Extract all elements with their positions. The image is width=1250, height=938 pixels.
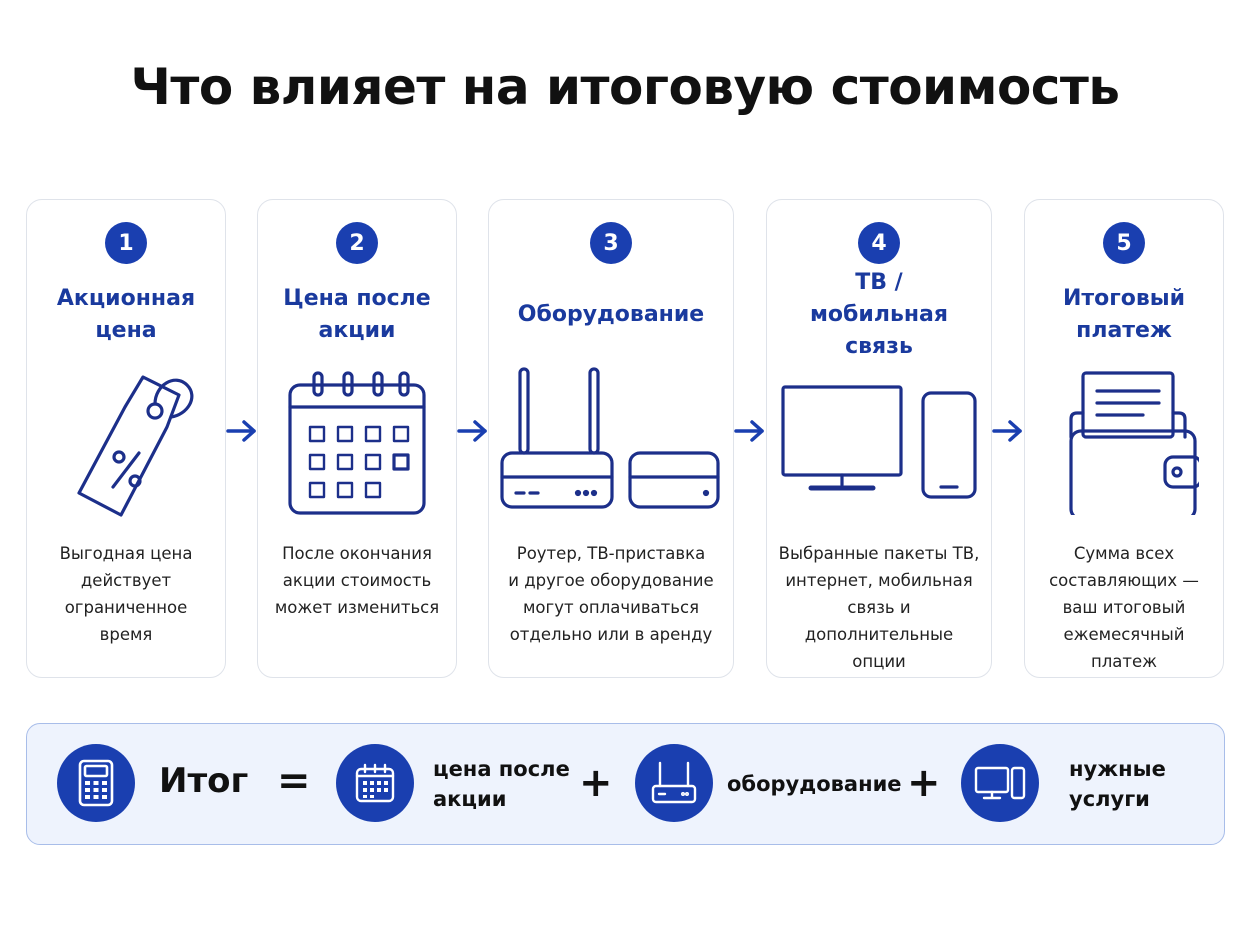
term-label-line: цена после [433, 757, 570, 781]
desc-line: ваш итоговый [1062, 598, 1186, 617]
arrow-right-icon [457, 420, 487, 442]
arrow-right-icon [226, 420, 256, 442]
tv-and-phone-icon [767, 365, 991, 530]
desc-line: Роутер, ТВ-приставка [516, 544, 706, 563]
desc-line: отдельно или в аренду [509, 625, 713, 644]
router-icon [635, 744, 713, 822]
desc-line: ограниченное [64, 598, 188, 617]
desc-line: Выбранные пакеты ТВ, [778, 544, 980, 563]
step-title-line: Итоговый [1062, 286, 1186, 311]
calendar-icon [258, 365, 456, 530]
step-card-3: 3 Оборудование Роутер, ТВ-приставка и др… [488, 199, 734, 678]
step-title-line: Акционная [56, 286, 196, 311]
step-number-badge: 1 [105, 222, 147, 264]
step-description: Выгодная цена действует ограниченное вре… [35, 540, 217, 648]
calculator-icon [57, 744, 135, 822]
step-title-line: мобильная связь [809, 302, 949, 359]
step-title: Цена после акции [264, 282, 450, 348]
step-title-line: цена [95, 318, 157, 343]
term-label-line: оборудование [727, 772, 902, 796]
step-description: После окончания акции стоимость может из… [266, 540, 448, 621]
result-label: Итог [159, 761, 249, 801]
plus-sign: + [579, 760, 613, 806]
page-title: Что влияет на итоговую стоимость [130, 58, 1120, 116]
desc-line: После окончания [282, 544, 432, 563]
step-number-badge: 2 [336, 222, 378, 264]
price-tag-percent-icon [27, 365, 225, 530]
step-number-badge: 4 [858, 222, 900, 264]
step-title: Оборудование [495, 282, 727, 348]
arrow-right-icon [992, 420, 1022, 442]
step-title-line: акции [318, 318, 396, 343]
step-number-badge: 5 [1103, 222, 1145, 264]
desc-line: связь и дополнительные [804, 598, 954, 644]
term-label-line: акции [433, 787, 507, 811]
desc-line: могут оплачиваться [522, 598, 699, 617]
step-title: Итоговый платеж [1031, 282, 1217, 348]
step-description: Выбранные пакеты ТВ, интернет, мобильная… [775, 540, 983, 675]
desc-line: интернет, мобильная [785, 571, 973, 590]
term-label-line: нужные [1069, 757, 1166, 781]
step-card-5: 5 Итоговый платеж Сумма всех составляющих… [1024, 199, 1224, 678]
desc-line: Сумма всех [1073, 544, 1175, 563]
summary-formula-bar: Итог = цена после акции + оборудование [26, 723, 1225, 845]
desc-line: Выгодная цена [59, 544, 193, 563]
desc-line: акции стоимость [282, 571, 432, 590]
step-title: ТВ / мобильная связь [773, 270, 985, 359]
step-number-badge: 3 [590, 222, 632, 264]
calendar-icon [336, 744, 414, 822]
step-card-2: 2 Цена после акции После окончания акции … [257, 199, 457, 678]
desc-line: и другое оборудование [508, 571, 714, 590]
tv-and-phone-icon [961, 744, 1039, 822]
desc-line: может измениться [274, 598, 440, 617]
step-title-line: Цена после [283, 286, 431, 311]
step-card-4: 4 ТВ / мобильная связь Выбранные пакеты Т… [766, 199, 992, 678]
desc-line: ежемесячный платеж [1063, 625, 1185, 671]
arrow-right-icon [734, 420, 764, 442]
desc-line: составляющих — [1049, 571, 1199, 590]
term-label: оборудование [727, 769, 902, 799]
desc-line: действует [80, 571, 172, 590]
desc-line: опции [852, 652, 906, 671]
equals-sign: = [277, 758, 311, 804]
desc-line: время [99, 625, 153, 644]
plus-sign: + [907, 760, 941, 806]
step-card-1: 1 Акционная цена Выгодная цена действует … [26, 199, 226, 678]
term-label: цена после акции [433, 754, 570, 814]
term-label: нужные услуги [1069, 754, 1166, 814]
step-title-line: ТВ / [855, 270, 903, 295]
step-description: Сумма всех составляющих — ваш итоговый е… [1033, 540, 1215, 675]
step-description: Роутер, ТВ-приставка и другое оборудован… [497, 540, 725, 648]
term-label-line: услуги [1069, 787, 1150, 811]
router-and-tv-box-icon [489, 365, 733, 530]
step-title: Акционная цена [33, 282, 219, 348]
step-title-line: Оборудование [517, 302, 705, 327]
wallet-with-bill-icon [1025, 365, 1223, 530]
step-title-line: платеж [1076, 318, 1172, 343]
